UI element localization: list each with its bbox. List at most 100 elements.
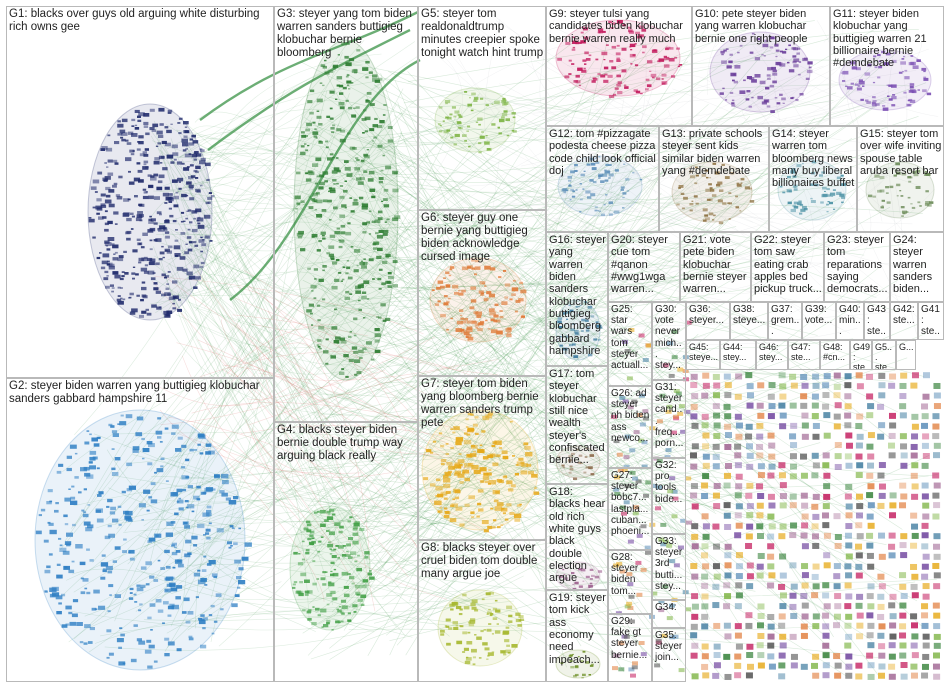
cluster-halo-g6: [429, 257, 527, 343]
node: [172, 280, 178, 284]
small-group-node: [655, 638, 662, 643]
node: [143, 121, 149, 125]
node: [471, 465, 479, 470]
node: [144, 148, 149, 151]
node: [909, 176, 913, 179]
node: [904, 76, 910, 80]
node: [157, 609, 164, 613]
small-group-node: [801, 513, 809, 520]
small-group-node: [767, 653, 775, 660]
edge: [100, 597, 517, 637]
edge: [378, 457, 739, 490]
node: [313, 297, 317, 299]
node: [570, 170, 575, 174]
small-group-node: [822, 632, 830, 639]
node: [482, 456, 489, 460]
node: [326, 510, 331, 514]
node: [885, 192, 889, 194]
node: [167, 109, 173, 113]
node: [310, 284, 317, 289]
edge: [346, 281, 581, 611]
node: [337, 545, 344, 549]
small-group-node: [823, 493, 831, 500]
edge: [347, 165, 665, 183]
node: [500, 507, 508, 512]
node: [326, 622, 330, 625]
node: [443, 130, 449, 134]
node: [507, 332, 512, 335]
small-group-node: [800, 393, 808, 400]
small-group-node: [877, 433, 885, 440]
small-group-node: [735, 503, 743, 510]
small-group-node: [900, 443, 908, 450]
node: [316, 304, 321, 307]
node: [458, 289, 461, 292]
small-group-node: [735, 573, 743, 580]
node: [647, 60, 653, 64]
node: [464, 477, 470, 482]
node: [379, 120, 385, 124]
node: [95, 509, 101, 513]
node: [168, 582, 176, 587]
small-group-node: [746, 482, 754, 489]
node: [583, 471, 587, 474]
group-panel-g25: G25: star wars tom steyer actuall...: [608, 302, 652, 386]
small-group-node: [822, 512, 830, 519]
node: [459, 314, 463, 317]
node: [749, 51, 754, 54]
node: [446, 642, 451, 646]
node: [150, 176, 157, 181]
node: [147, 229, 154, 233]
node: [148, 220, 154, 224]
small-group-node: [900, 592, 908, 599]
node: [128, 549, 135, 554]
node: [153, 579, 159, 582]
node: [506, 480, 513, 485]
node: [562, 347, 568, 351]
node: [506, 605, 513, 610]
small-group-node: [735, 483, 743, 490]
node: [293, 581, 298, 584]
node: [531, 473, 538, 478]
node: [191, 228, 198, 233]
small-group-node: [778, 583, 786, 590]
node: [195, 276, 201, 280]
node: [562, 312, 567, 315]
node: [518, 298, 524, 302]
small-group-node: [800, 472, 808, 479]
node: [352, 540, 359, 545]
node: [464, 140, 467, 142]
node: [385, 253, 391, 257]
node: [233, 496, 239, 500]
node: [329, 90, 335, 94]
small-group-node: [638, 438, 645, 443]
node: [711, 194, 717, 197]
node: [841, 196, 846, 199]
node: [793, 186, 797, 188]
small-group-node: [878, 652, 886, 659]
node: [922, 89, 927, 93]
edge-strong: [207, 28, 411, 151]
small-group-node: [933, 452, 941, 459]
node: [465, 426, 469, 428]
node: [300, 248, 306, 252]
small-group-node: [756, 622, 764, 629]
small-group-node: [910, 472, 918, 479]
node: [362, 132, 365, 134]
node: [71, 485, 75, 488]
node: [196, 219, 200, 222]
small-group-node: [844, 603, 852, 610]
edge: [353, 280, 573, 371]
edge: [420, 216, 859, 271]
group-panel-g3: G3: steyer yang tom biden warren sanders…: [274, 6, 418, 422]
node: [184, 525, 190, 529]
node: [572, 583, 575, 585]
small-group-node: [899, 412, 907, 419]
node: [569, 343, 573, 347]
node: [449, 268, 453, 271]
node: [445, 472, 452, 477]
node: [787, 175, 791, 179]
group-panel-g30: G30: vote never mich... stey...: [652, 302, 686, 380]
node: [132, 249, 138, 253]
edge: [350, 138, 649, 597]
